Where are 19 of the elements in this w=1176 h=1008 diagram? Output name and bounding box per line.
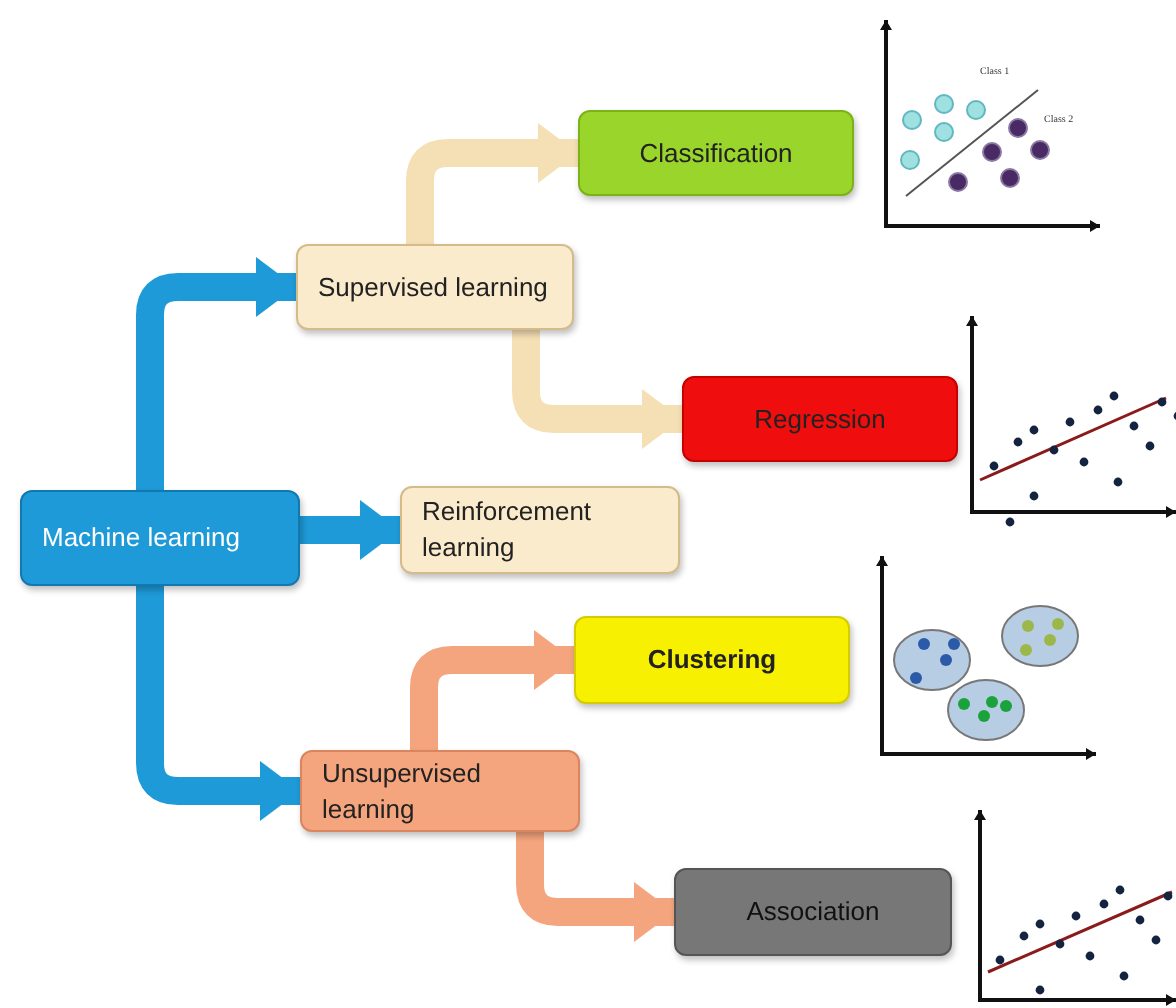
- process-box: [400, 486, 680, 574]
- process-box: [682, 376, 958, 462]
- node-label: Unsupervised learning: [322, 755, 483, 827]
- node-label: Association: [746, 894, 880, 930]
- node-label: Machine learning: [42, 520, 241, 556]
- process-box: [578, 110, 854, 196]
- node-label: Reinforcement learning: [422, 494, 594, 566]
- block-arrow: [136, 257, 296, 490]
- block-arrow: [136, 586, 300, 821]
- block-arrow: [300, 500, 400, 560]
- process-box: [574, 616, 850, 704]
- node-label: Supervised learning: [318, 269, 548, 305]
- process-box: [674, 868, 952, 956]
- process-box: [300, 750, 580, 832]
- node-label: Regression: [754, 401, 886, 437]
- node-label: Classification: [639, 135, 793, 171]
- node-label: Clustering: [647, 642, 777, 678]
- process-box: [296, 244, 574, 330]
- process-box: [20, 490, 300, 586]
